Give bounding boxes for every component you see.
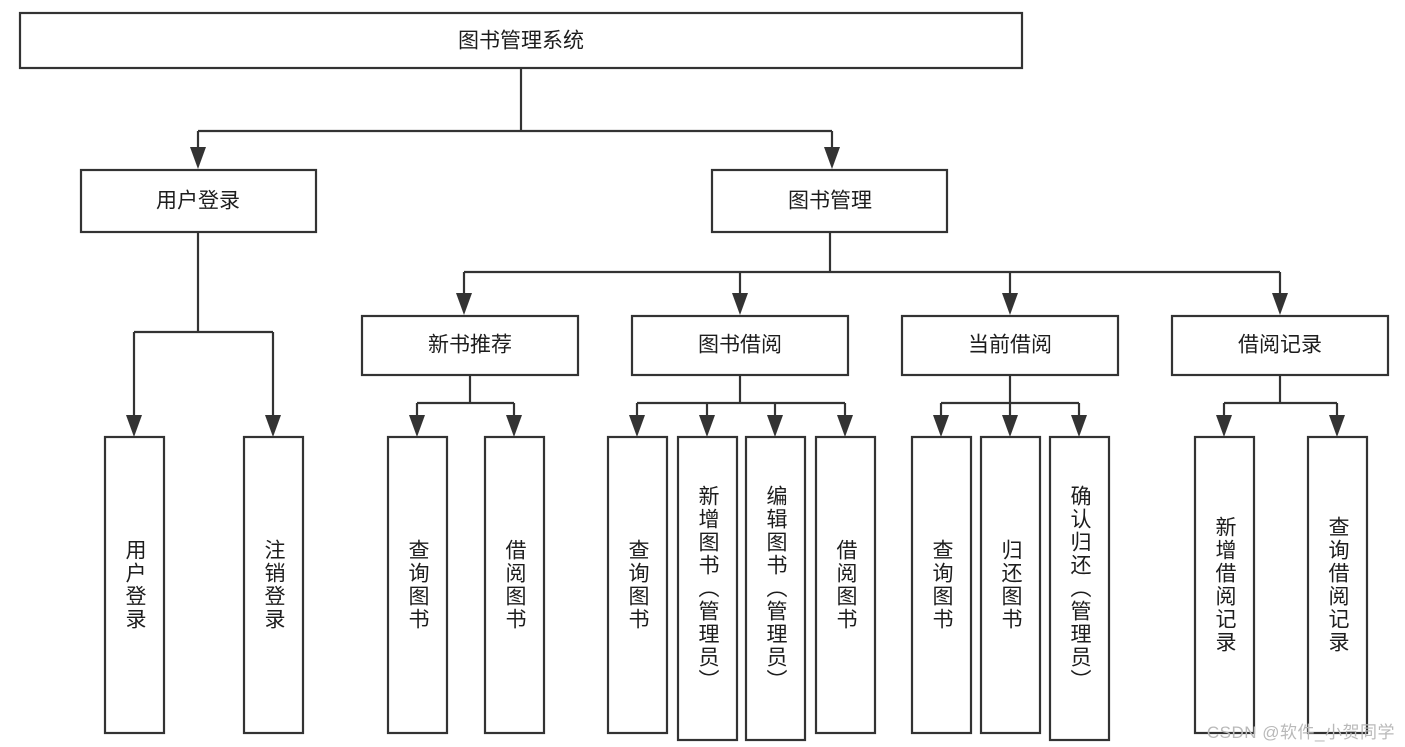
- node-borrow-record[interactable]: [1170, 314, 1390, 377]
- node-new-book-recommend[interactable]: [360, 314, 580, 377]
- node-leaf-confirm-return[interactable]: [1048, 435, 1111, 742]
- node-book-borrow[interactable]: [630, 314, 850, 377]
- arrowhead-leaf-edit-book: [767, 415, 783, 437]
- arrowhead-leaf-query-book-1: [409, 415, 425, 437]
- node-leaf-borrow-book-1[interactable]: [483, 435, 546, 735]
- node-leaf-user-login[interactable]: [103, 435, 166, 735]
- node-user-login[interactable]: [79, 168, 318, 234]
- node-leaf-query-book-1[interactable]: [386, 435, 449, 735]
- connector-layer: [126, 69, 1345, 437]
- node-book-borrow-label: 图书借阅: [698, 334, 782, 357]
- node-leaf-query-record[interactable]: [1306, 435, 1369, 735]
- arrowhead-leaf-user-logout: [265, 415, 281, 437]
- arrowhead-leaf-query-book-3: [933, 415, 949, 437]
- arrowhead-book-management: [824, 147, 840, 169]
- arrowhead-leaf-confirm-return: [1071, 415, 1087, 437]
- node-book-management[interactable]: [710, 168, 949, 234]
- node-borrow-record-label: 借阅记录: [1238, 334, 1322, 357]
- arrowhead-user-login: [190, 147, 206, 169]
- csdn-watermark: CSDN @软件_小贺同学: [1206, 723, 1395, 742]
- arrowhead-borrow-record: [1272, 293, 1288, 315]
- arrowhead-leaf-add-book: [699, 415, 715, 437]
- node-leaf-query-book-2[interactable]: [606, 435, 669, 735]
- arrowhead-leaf-query-record: [1329, 415, 1345, 437]
- node-layer: 图书管理系统 用户登录 图书管理 新书推荐 图书借阅 当前借阅 借阅记录: [18, 11, 1390, 742]
- node-root-label: 图书管理系统: [458, 30, 584, 53]
- node-current-borrow-label: 当前借阅: [968, 334, 1052, 357]
- arrowhead-leaf-add-record: [1216, 415, 1232, 437]
- node-leaf-add-record[interactable]: [1193, 435, 1256, 735]
- arrowhead-leaf-return-book: [1002, 415, 1018, 437]
- node-user-login-label: 用户登录: [156, 190, 240, 213]
- arrowhead-current-borrow: [1002, 293, 1018, 315]
- arrowhead-new-book-recommend: [456, 293, 472, 315]
- node-new-book-recommend-label: 新书推荐: [428, 334, 512, 357]
- node-leaf-user-logout[interactable]: [242, 435, 305, 735]
- node-leaf-edit-book[interactable]: [744, 435, 807, 742]
- node-leaf-borrow-book-2[interactable]: [814, 435, 877, 735]
- arrowhead-leaf-user-login: [126, 415, 142, 437]
- arrowhead-book-borrow: [732, 293, 748, 315]
- node-book-management-label: 图书管理: [788, 190, 872, 213]
- arrowhead-leaf-borrow-book-1: [506, 415, 522, 437]
- node-leaf-add-book[interactable]: [676, 435, 739, 742]
- node-leaf-query-book-3[interactable]: [910, 435, 973, 735]
- arrowhead-leaf-borrow-book-2: [837, 415, 853, 437]
- node-current-borrow[interactable]: [900, 314, 1120, 377]
- node-leaf-return-book[interactable]: [979, 435, 1042, 735]
- node-root[interactable]: [18, 11, 1024, 70]
- arrowhead-leaf-query-book-2: [629, 415, 645, 437]
